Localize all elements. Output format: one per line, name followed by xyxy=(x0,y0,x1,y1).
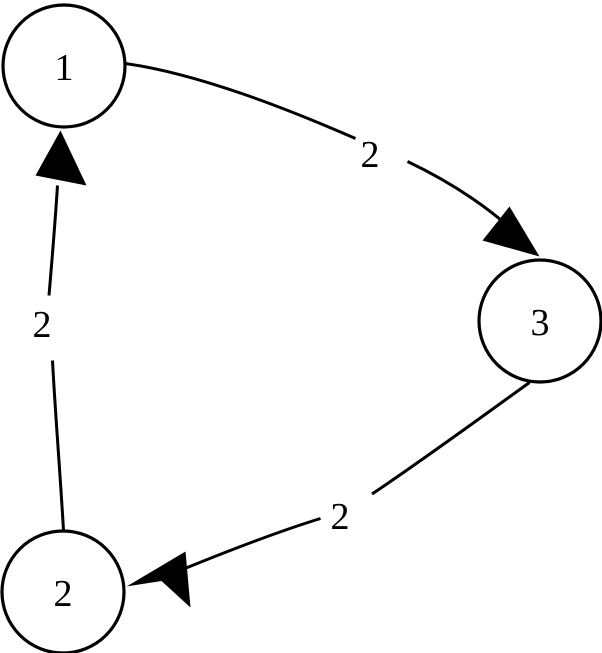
node-1-label: 1 xyxy=(55,47,74,89)
node-2-circle[interactable] xyxy=(0,529,126,653)
edge-3-to-2-arrowhead xyxy=(126,551,191,608)
edge-1-to-3[interactable]: 2 xyxy=(125,62,540,257)
node-2-label: 2 xyxy=(54,573,73,615)
edge-2-to-1-segment-b xyxy=(47,185,59,296)
node-1-circle[interactable] xyxy=(1,3,127,129)
edge-3-to-2-segment-a xyxy=(371,381,531,496)
edge-2-to-1-arrowhead xyxy=(35,130,87,186)
edge-3-to-2-segment-b xyxy=(165,517,321,578)
edge-1-to-3-arrowhead xyxy=(482,206,540,257)
edge-2-to-1-segment-a xyxy=(51,360,65,531)
edge-1-to-3-weight-label: 2 xyxy=(361,134,380,176)
node-3[interactable]: 3 xyxy=(477,258,602,384)
edge-3-to-2-weight-label: 2 xyxy=(331,496,350,538)
edge-2-to-1-weight-label: 2 xyxy=(33,304,52,346)
edge-1-to-3-segment-a xyxy=(125,62,357,140)
edge-2-to-1[interactable]: 2 xyxy=(33,130,87,531)
node-3-circle[interactable] xyxy=(477,258,602,384)
edge-3-to-2[interactable]: 2 xyxy=(126,381,531,608)
node-3-label: 3 xyxy=(531,302,550,344)
node-1[interactable]: 1 xyxy=(1,3,127,129)
node-2[interactable]: 2 xyxy=(0,529,126,653)
